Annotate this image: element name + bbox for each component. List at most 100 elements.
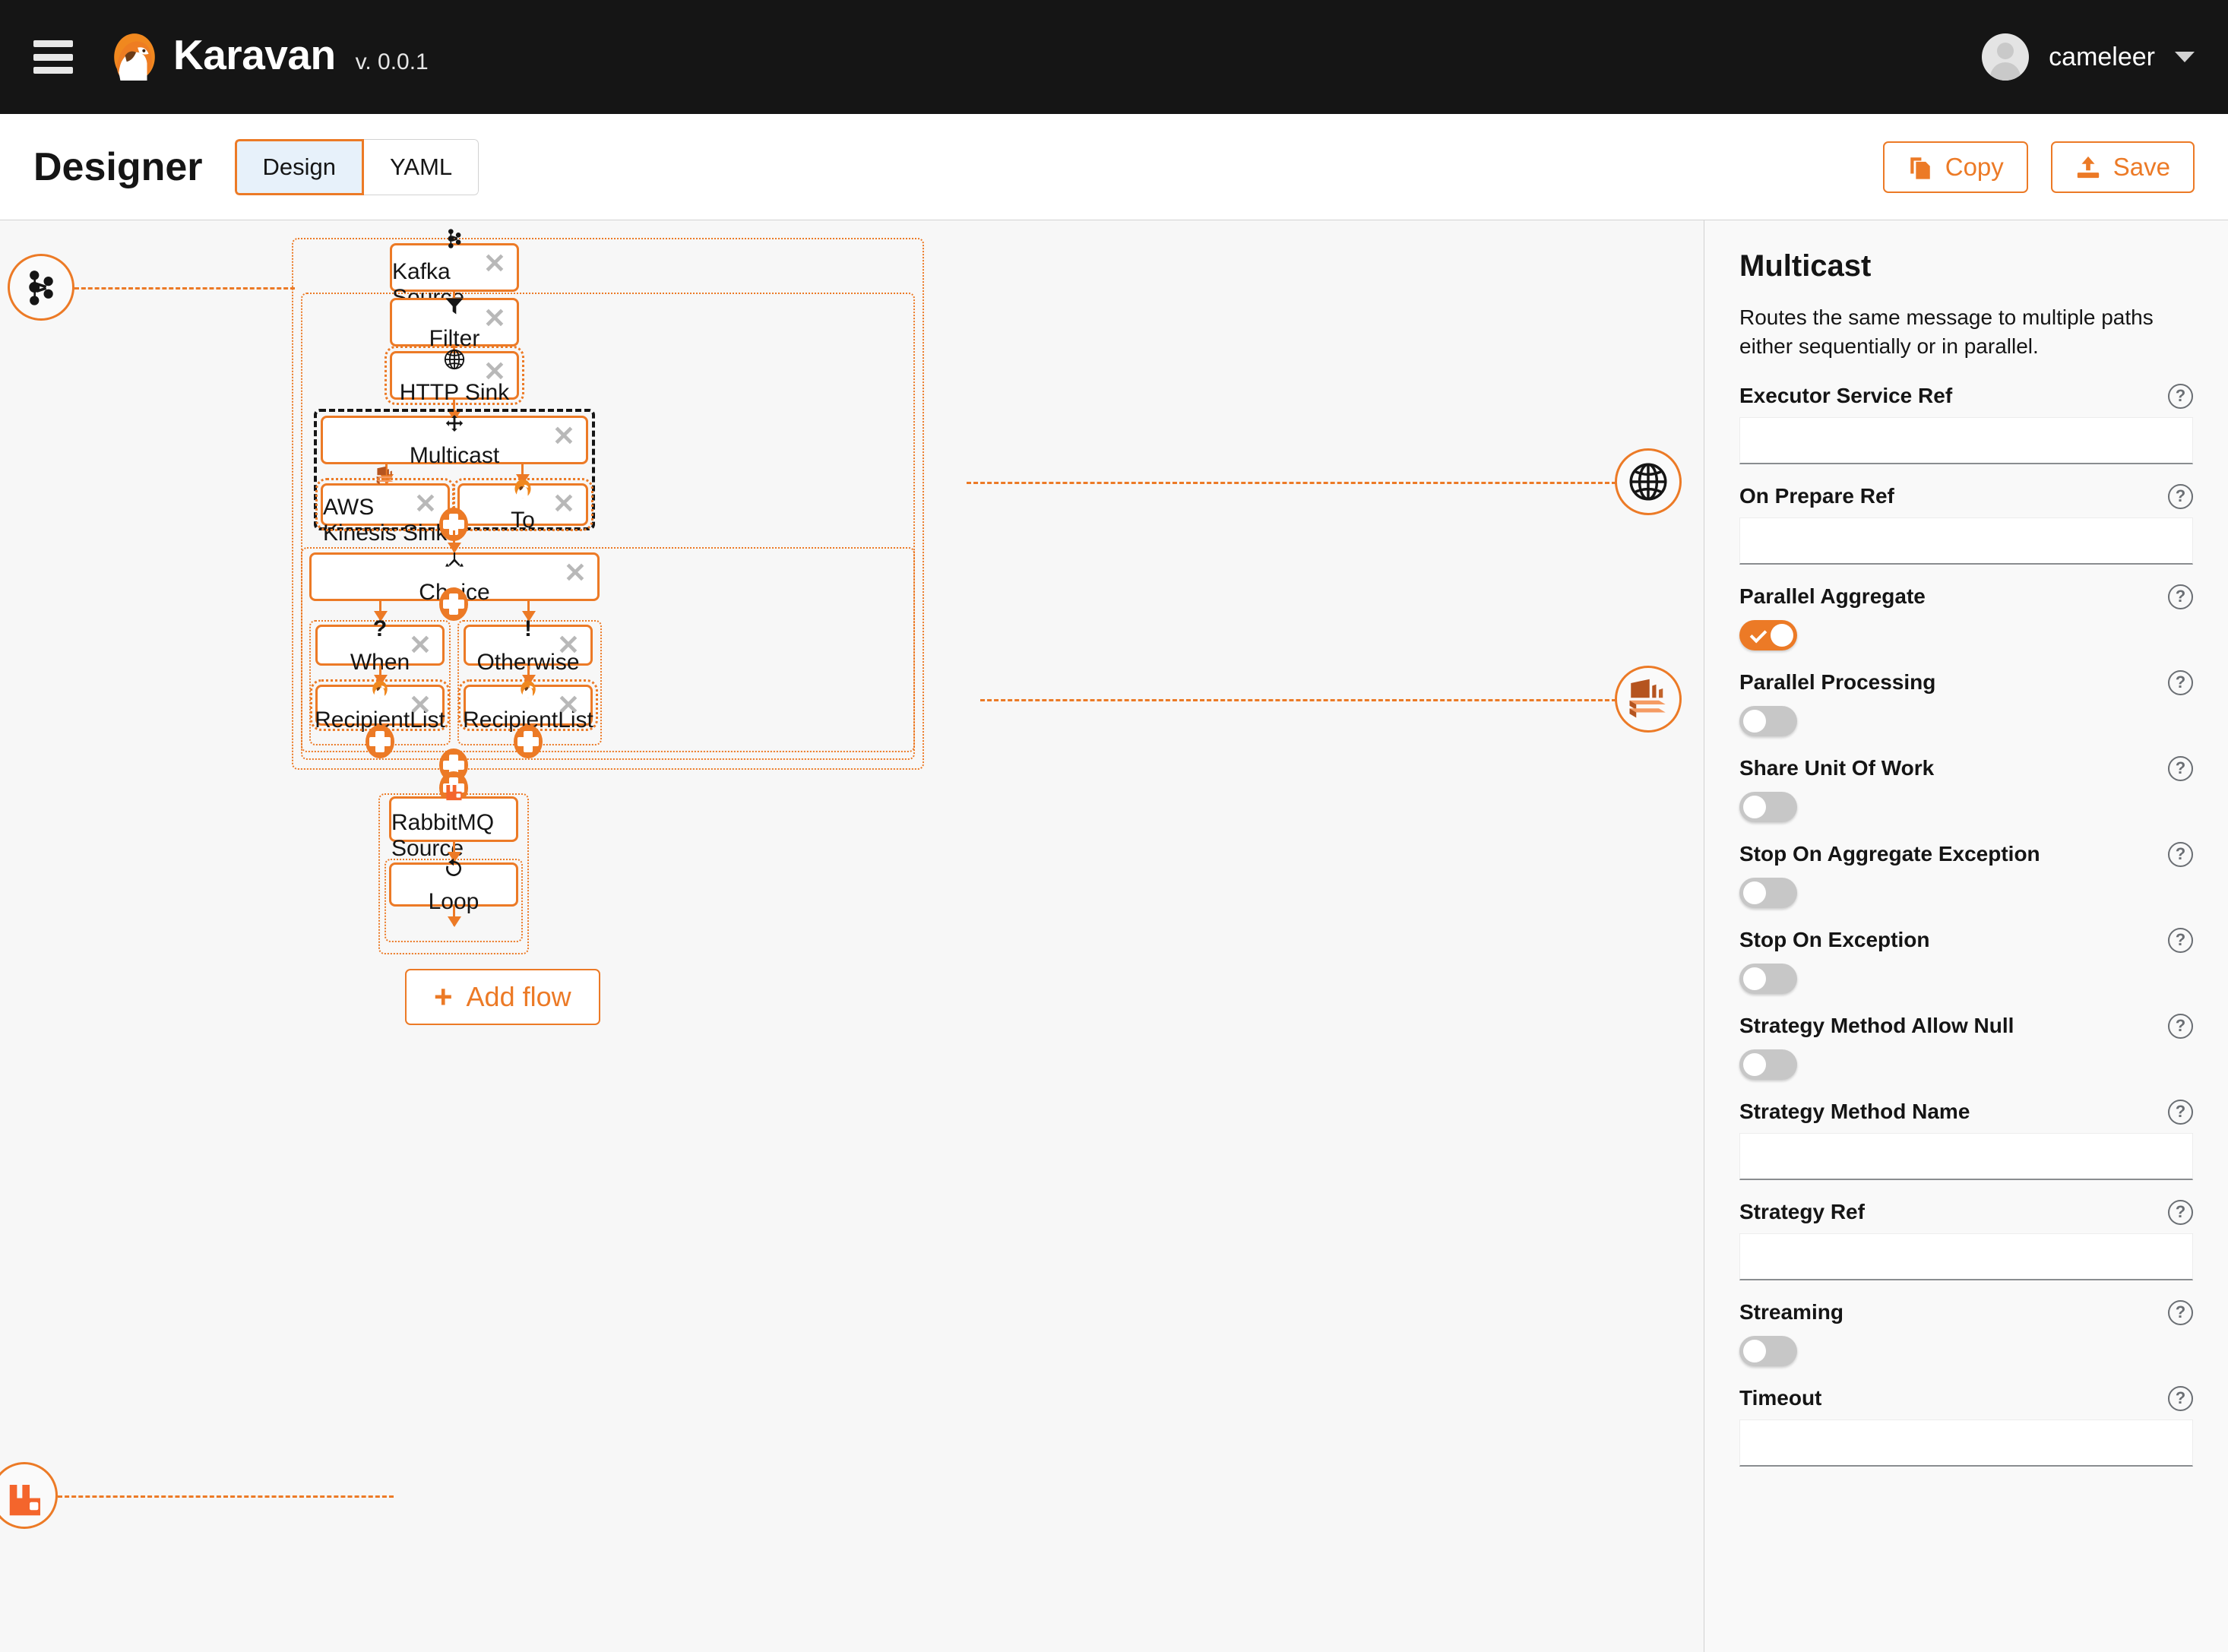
help-icon[interactable]: ?	[2168, 841, 2193, 867]
close-icon[interactable]: ✕	[556, 689, 580, 720]
copy-icon	[1910, 157, 1930, 179]
camel-logo-icon	[114, 33, 155, 81]
add-flow-button[interactable]: + Add flow	[405, 969, 600, 1025]
close-icon[interactable]: ✕	[413, 488, 437, 519]
save-button[interactable]: Save	[2050, 141, 2195, 193]
dsl-circle-aws-kinesis[interactable]	[1615, 666, 1682, 733]
executor-service-ref-input[interactable]	[1739, 416, 2193, 464]
add-when-button[interactable]	[439, 587, 468, 621]
question-mark-icon: ?	[372, 616, 388, 641]
aws-kinesis-icon	[375, 466, 395, 486]
help-icon[interactable]: ?	[2168, 669, 2193, 695]
chevron-down-icon[interactable]	[2175, 52, 2195, 62]
strategy-ref-input[interactable]	[1739, 1233, 2193, 1280]
help-icon[interactable]: ?	[2168, 1099, 2193, 1125]
properties-description: Routes the same message to multiple path…	[1739, 305, 2154, 358]
step-http-sink[interactable]: ✕ HTTP Sink	[385, 346, 524, 405]
connector-kafka	[74, 287, 295, 290]
tab-design[interactable]: Design	[234, 138, 365, 195]
exclamation-mark-icon: !	[524, 616, 532, 641]
connector-aws	[980, 699, 1616, 701]
step-kafka-source[interactable]: ✕ Kafka Source	[390, 229, 519, 310]
step-aws-kinesis-sink[interactable]: ✕ AWS Kinesis Sink	[315, 466, 455, 546]
field-parallel-aggregate: Parallel Aggregate ?	[1739, 584, 2193, 650]
step-label: AWS Kinesis Sink	[323, 495, 448, 546]
help-icon[interactable]: ?	[2168, 584, 2193, 609]
add-step-button[interactable]	[366, 725, 394, 758]
close-icon[interactable]: ✕	[408, 629, 432, 660]
on-prepare-ref-input[interactable]	[1739, 517, 2193, 565]
tab-yaml[interactable]: YAML	[364, 138, 479, 195]
avatar	[1982, 33, 2030, 81]
help-icon[interactable]: ?	[2168, 755, 2193, 781]
flow-arrow	[448, 907, 461, 927]
close-icon[interactable]: ✕	[483, 356, 506, 387]
from-steps-container[interactable]	[301, 293, 915, 760]
streaming-toggle[interactable]	[1739, 1335, 1797, 1366]
globe-icon	[443, 348, 466, 371]
close-icon[interactable]: ✕	[552, 488, 575, 519]
help-icon[interactable]: ?	[2168, 1013, 2193, 1039]
loop-arrow-icon	[442, 857, 465, 880]
flow-arrow	[522, 601, 536, 622]
close-icon[interactable]: ✕	[483, 248, 506, 279]
step-recipientlist-when[interactable]: ✕ RecipientList	[310, 679, 450, 733]
route-container[interactable]	[292, 238, 924, 770]
dsl-circle-rabbitmq[interactable]	[0, 1462, 58, 1529]
user-menu[interactable]: cameleer	[1982, 33, 2195, 81]
help-icon[interactable]: ?	[2168, 1385, 2193, 1411]
camel-icon	[513, 479, 533, 498]
step-when[interactable]: ✕ ? When	[315, 618, 445, 675]
choice-outer-container[interactable]	[301, 547, 915, 752]
close-icon[interactable]: ✕	[563, 557, 587, 588]
timeout-input[interactable]	[1739, 1419, 2193, 1467]
close-icon[interactable]: ✕	[552, 420, 575, 451]
step-label: To	[511, 508, 535, 533]
step-filter[interactable]: ✕ Filter	[390, 296, 519, 351]
hamburger-icon[interactable]	[33, 40, 73, 74]
aws-kinesis-icon	[1629, 679, 1666, 718]
upload-save-icon	[2077, 156, 2099, 178]
strategy-method-allow-null-toggle[interactable]	[1739, 1049, 1797, 1080]
dsl-circle-http[interactable]	[1615, 448, 1682, 515]
parallel-processing-toggle[interactable]	[1739, 705, 1797, 736]
dsl-circle-kafka[interactable]	[8, 254, 74, 321]
strategy-method-name-input[interactable]	[1739, 1132, 2193, 1180]
branch-icon	[445, 551, 464, 571]
help-icon[interactable]: ?	[2168, 1299, 2193, 1325]
stop-on-aggregate-exception-toggle[interactable]	[1739, 877, 1797, 908]
step-loop[interactable]: Loop	[389, 858, 518, 914]
step-otherwise[interactable]: ✕ ! Otherwise	[464, 618, 593, 675]
field-label: Timeout	[1739, 1386, 1822, 1410]
brand-name: Karavan	[173, 31, 336, 78]
help-icon[interactable]: ?	[2168, 483, 2193, 509]
step-recipientlist-otherwise[interactable]: ✕ RecipientList	[458, 679, 598, 733]
close-icon[interactable]: ✕	[408, 689, 432, 720]
field-label: Stop On Exception	[1739, 928, 1930, 952]
flow-canvas[interactable]: ✕ Kafka Source ✕ Fi	[0, 220, 1704, 1652]
step-multicast[interactable]: ✕ Multicast	[321, 414, 588, 468]
step-rabbitmq-source[interactable]: RabbitMQ Source	[389, 785, 518, 861]
help-icon[interactable]: ?	[2168, 383, 2193, 409]
stop-on-exception-toggle[interactable]	[1739, 963, 1797, 994]
flow-arrow	[374, 601, 388, 622]
connector-rabbitmq	[58, 1495, 394, 1498]
step-label: Multicast	[409, 443, 500, 468]
help-icon[interactable]: ?	[2168, 927, 2193, 953]
field-label: Executor Service Ref	[1739, 384, 1953, 408]
share-unit-of-work-toggle[interactable]	[1739, 791, 1797, 822]
help-icon[interactable]: ?	[2168, 1199, 2193, 1225]
brand-version: v. 0.0.1	[355, 49, 429, 74]
step-to[interactable]: ✕ To	[452, 478, 593, 533]
field-streaming: Streaming ?	[1739, 1299, 2193, 1366]
copy-button[interactable]: Copy	[1882, 141, 2028, 193]
funnel-icon	[444, 296, 465, 317]
camel-icon	[519, 680, 537, 698]
move-arrows-icon	[445, 414, 464, 434]
close-icon[interactable]: ✕	[483, 302, 506, 334]
parallel-aggregate-toggle[interactable]	[1739, 619, 1797, 650]
field-stop-on-exception: Stop On Exception ?	[1739, 927, 2193, 994]
user-name: cameleer	[2049, 42, 2155, 71]
add-step-button[interactable]	[514, 725, 543, 758]
close-icon[interactable]: ✕	[556, 629, 580, 660]
